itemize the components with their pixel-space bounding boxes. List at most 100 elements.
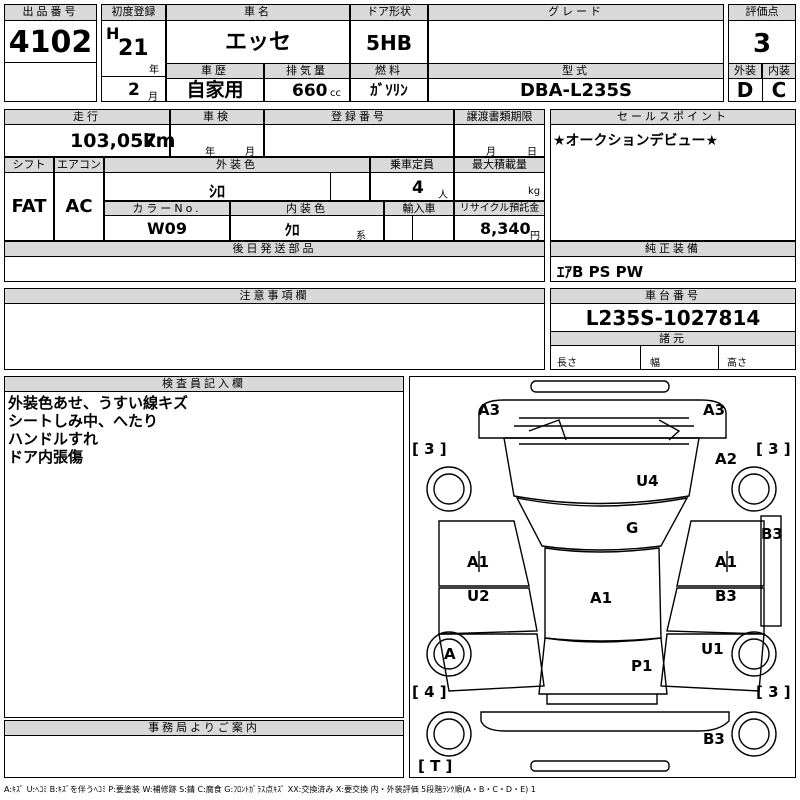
door-header: ドア形状 bbox=[350, 4, 428, 21]
bracket-trunk: [ T ] bbox=[418, 757, 453, 775]
dims-divider-2 bbox=[718, 346, 719, 370]
aircon-value: AC bbox=[65, 196, 93, 217]
first-reg-divider bbox=[101, 76, 166, 77]
transfer-month-unit: 月 bbox=[486, 147, 496, 158]
height-label: 高さ bbox=[727, 358, 747, 369]
score-value: 3 bbox=[752, 29, 772, 59]
interior-value: C bbox=[771, 78, 787, 102]
ext-int-divider bbox=[762, 79, 763, 102]
lot-divider bbox=[4, 62, 97, 63]
bracket-front-right: [ 3 ] bbox=[756, 440, 791, 458]
length-label: 長さ bbox=[557, 358, 577, 369]
sales-point-header: セールスポイント bbox=[550, 109, 796, 125]
first-reg-header: 初度登録 bbox=[101, 4, 166, 21]
door-value: 5HB bbox=[366, 31, 412, 55]
int-color-header: 内装色 bbox=[230, 201, 384, 216]
car-name-header: 車名 bbox=[166, 4, 350, 21]
genuine-value: ｴｱB PS PW bbox=[557, 263, 644, 281]
interior-header: 内装 bbox=[762, 63, 796, 79]
notes-header: 注意事項欄 bbox=[4, 288, 545, 304]
inspection-year-unit: 年 bbox=[205, 147, 215, 158]
mileage-header: 走行 bbox=[4, 109, 170, 125]
damage-diagram-cell bbox=[409, 376, 796, 778]
year-value: 21 bbox=[118, 36, 149, 61]
import-divider bbox=[412, 216, 413, 241]
lot-no-value: 4102 bbox=[8, 25, 93, 60]
label-right-front-fender: A2 bbox=[715, 450, 738, 468]
year-unit: 年 bbox=[149, 65, 159, 76]
capacity-header: 乗車定員 bbox=[370, 157, 454, 173]
color-no-value: W09 bbox=[147, 219, 187, 238]
displacement-value: 660 bbox=[292, 81, 328, 101]
ext-color-value: ｼﾛ bbox=[208, 182, 225, 201]
bracket-rear-left: [ 4 ] bbox=[412, 683, 447, 701]
label-left-rear-door: U2 bbox=[467, 587, 490, 605]
bracket-rear-right: [ 3 ] bbox=[756, 683, 791, 701]
legend-text: A:ｷｽﾞ U:ﾍｺﾐ B:ｷｽﾞを伴うﾍｺﾐ P:要塗装 W:補修跡 S:錆 … bbox=[4, 785, 536, 794]
mileage-unit: km bbox=[143, 130, 176, 152]
grade-header: グレード bbox=[428, 4, 724, 21]
recycle-header: リサイクル預託金 bbox=[454, 201, 545, 216]
label-front-right: A3 bbox=[703, 401, 726, 419]
label-roof: A1 bbox=[590, 589, 613, 607]
car-diagram bbox=[426, 380, 782, 772]
displacement-unit: cc bbox=[330, 88, 341, 99]
history-header: 車歴 bbox=[166, 63, 264, 79]
sales-point-value: ★オークションデビュー★ bbox=[553, 133, 719, 149]
month-unit: 月 bbox=[148, 92, 158, 103]
transfer-header: 譲渡書類期限 bbox=[454, 109, 545, 125]
color-no-header: カラーNo. bbox=[104, 201, 230, 216]
dims-header: 諸元 bbox=[550, 331, 796, 346]
exterior-header: 外装 bbox=[728, 63, 762, 79]
dims-divider-1 bbox=[640, 346, 641, 370]
label-left-rear-wheel: A bbox=[444, 645, 456, 663]
inspector-note: 外装色あせ、うすい線キズ bbox=[8, 394, 189, 412]
max-load-unit: kg bbox=[528, 186, 541, 197]
inspector-note: ドア内張傷 bbox=[8, 448, 84, 466]
label-right-rear-door: B3 bbox=[715, 587, 737, 605]
bracket-front-left: [ 3 ] bbox=[412, 440, 447, 458]
ext-color-header: 外装色 bbox=[104, 157, 370, 173]
label-rear-bumper: B3 bbox=[703, 730, 725, 748]
int-color-unit: 系 bbox=[356, 231, 366, 242]
aircon-header: エアコン bbox=[54, 157, 104, 173]
inspection-header: 車検 bbox=[170, 109, 264, 125]
shift-value: FAT bbox=[11, 196, 47, 217]
ext-color-divider bbox=[330, 173, 331, 201]
era-value: H bbox=[106, 24, 120, 43]
label-hood: U4 bbox=[636, 472, 659, 490]
inspector-note: ハンドルすれ bbox=[8, 430, 99, 448]
label-windshield: G bbox=[626, 519, 639, 537]
recycle-value: 8,340 bbox=[480, 219, 531, 238]
fuel-header: 燃料 bbox=[350, 63, 428, 79]
history-value: 自家用 bbox=[186, 79, 244, 101]
inspection-month-unit: 月 bbox=[245, 147, 255, 158]
import-header: 輸入車 bbox=[384, 201, 454, 216]
model-code-value: DBA-L235S bbox=[519, 80, 633, 101]
model-code-header: 型式 bbox=[428, 63, 724, 79]
office-header: 事務局よりご案内 bbox=[4, 720, 404, 736]
label-right-pillar: B3 bbox=[761, 525, 783, 543]
inspector-note: シートしみ中、へたり bbox=[8, 412, 159, 430]
lot-no-header: 出品番号 bbox=[4, 4, 97, 21]
label-right-front-door: A1 bbox=[715, 553, 738, 571]
width-label: 幅 bbox=[650, 358, 660, 369]
sales-point-cell bbox=[550, 109, 796, 241]
transfer-day-unit: 日 bbox=[527, 147, 537, 158]
genuine-header: 純正装備 bbox=[550, 241, 796, 257]
later-parts-header: 後日発送部品 bbox=[4, 241, 545, 257]
month-value: 2 bbox=[128, 80, 140, 100]
inspector-header: 検査員記入欄 bbox=[4, 376, 404, 392]
exterior-value: D bbox=[736, 78, 754, 102]
shift-header: シフト bbox=[4, 157, 54, 173]
label-right-rear-quarter: U1 bbox=[701, 640, 724, 658]
displacement-header: 排気量 bbox=[264, 63, 350, 79]
chassis-value: L235S-1027814 bbox=[585, 306, 761, 330]
label-rear-window: P1 bbox=[631, 657, 653, 675]
car-name-value: エッセ bbox=[224, 30, 291, 55]
capacity-value: 4 bbox=[412, 178, 424, 198]
label-left-front-door: A1 bbox=[467, 553, 490, 571]
max-load-header: 最大積載量 bbox=[454, 157, 545, 173]
fuel-value: ｶﾞｿﾘﾝ bbox=[370, 81, 408, 99]
reg-no-header: 登録番号 bbox=[264, 109, 454, 125]
